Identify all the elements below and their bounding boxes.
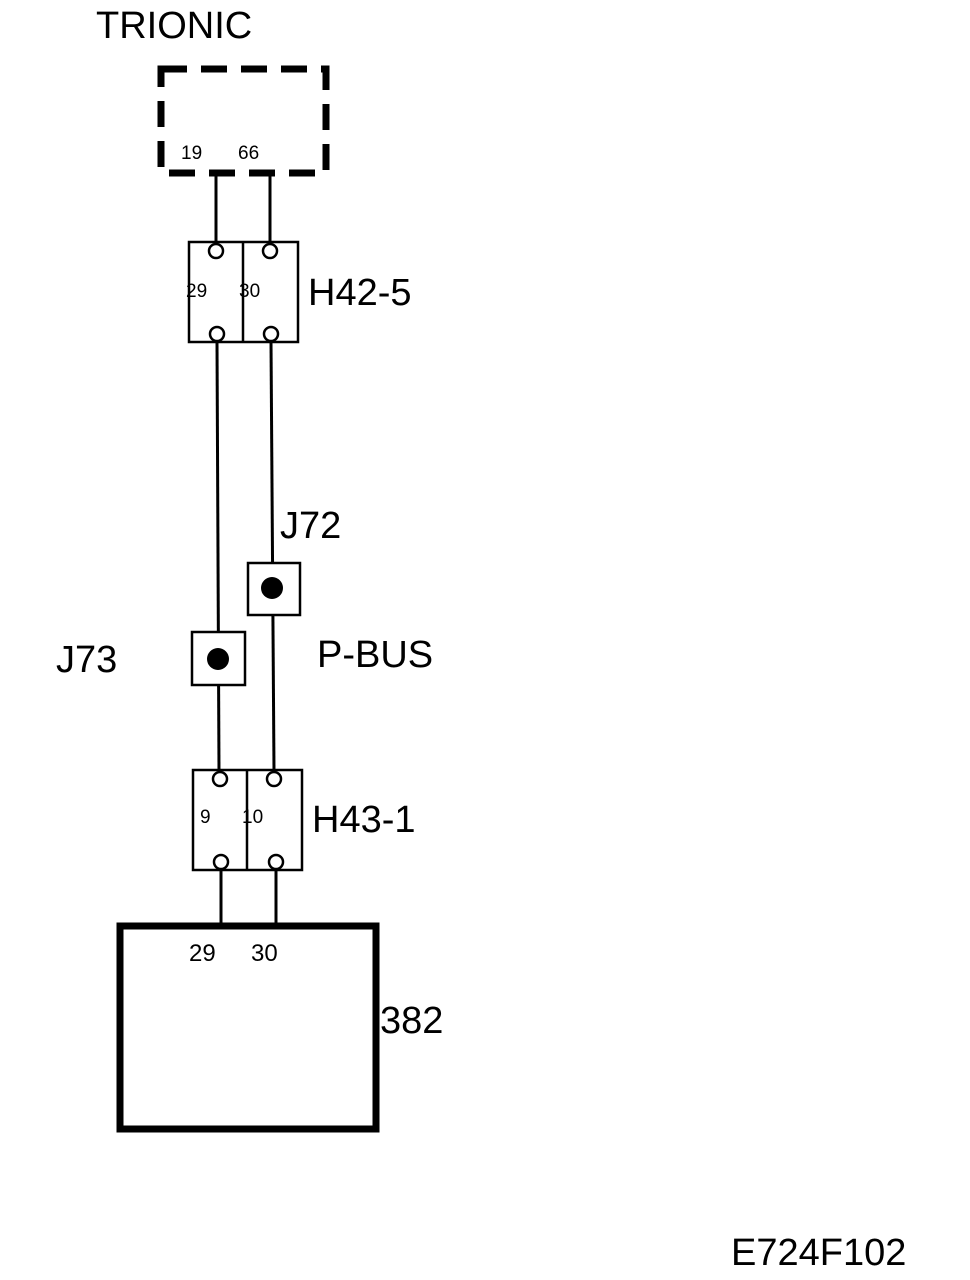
h42-pin-30: 30 (239, 281, 260, 302)
wire-left (214, 173, 223, 925)
h43-pin-9: 9 (200, 807, 211, 828)
h43-pin-10: 10 (242, 807, 263, 828)
connector-h43-1: 9 10 H43-1 (191, 768, 416, 872)
h43-label: H43-1 (312, 799, 416, 841)
j73-label: J73 (56, 639, 117, 681)
h42-pin-29: 29 (186, 281, 207, 302)
connector-h42-5: 29 30 H42-5 (186, 240, 412, 344)
module-382: 29 30 382 (116, 922, 443, 1133)
j72-label: J72 (280, 505, 341, 547)
trionic-label: TRIONIC (96, 5, 252, 47)
figure-id: E724F102 (731, 1232, 906, 1274)
h42-label: H42-5 (308, 272, 412, 314)
trionic-unit: TRIONIC 19 66 (96, 5, 330, 177)
splice-j73: J73 (56, 630, 247, 687)
module-pin-29: 29 (189, 940, 216, 967)
splice-j72: J72 (246, 505, 341, 617)
module-pin-30: 30 (251, 940, 278, 967)
trionic-pin-19: 19 (181, 143, 202, 164)
module-label: 382 (380, 1000, 443, 1042)
p-bus-label: P-BUS (317, 634, 433, 676)
wire-right (268, 173, 278, 925)
trionic-pin-66: 66 (238, 143, 259, 164)
